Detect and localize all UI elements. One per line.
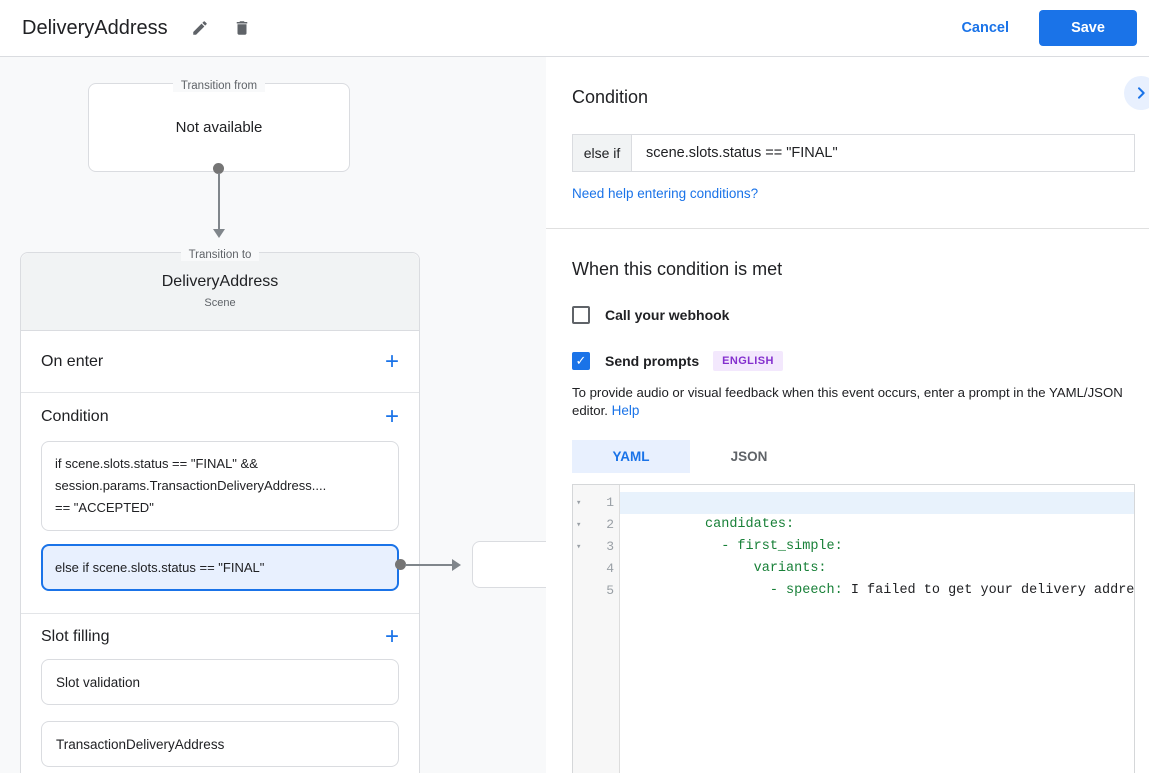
condition-prefix-label: else if [572, 134, 632, 172]
condition-expression-input[interactable] [632, 134, 1135, 172]
save-button[interactable]: Save [1039, 10, 1137, 46]
connector-line [405, 563, 453, 566]
slot-item-validation[interactable]: Slot validation [41, 659, 399, 705]
condition-line: if scene.slots.status == "FINAL" && [55, 456, 258, 471]
scene-node-title: DeliveryAddress [161, 273, 279, 290]
section-divider [546, 228, 1149, 229]
gutter-row: 4 [573, 558, 619, 580]
scene-node-header[interactable]: DeliveryAddress Scene [21, 253, 419, 331]
slot-item-transaction-delivery-address[interactable]: TransactionDeliveryAddress [41, 721, 399, 767]
panel-heading: Condition [572, 87, 649, 107]
webhook-row: Call your webhook [572, 306, 1135, 324]
send-prompts-row: ✓ Send prompts ENGLISH [572, 351, 1135, 371]
yaml-code-editor: ▾ 1 ▾ 2 ▾ 3 4 5 [572, 484, 1135, 773]
line-number: 5 [606, 583, 614, 598]
collapse-panel-button[interactable] [1124, 76, 1149, 110]
condition-editor-row: else if [572, 134, 1135, 172]
gutter-row: ▾ 2 [573, 514, 619, 536]
condition-section: Condition + if scene.slots.status == "FI… [21, 393, 419, 614]
line-number: 4 [606, 561, 614, 576]
add-slot-button[interactable]: + [384, 622, 399, 650]
flow-connector-horizontal [395, 558, 467, 571]
code-line[interactable]: variants: [705, 561, 827, 576]
editor-gutter: ▾ 1 ▾ 2 ▾ 3 4 5 [573, 485, 620, 773]
language-badge: ENGLISH [713, 351, 783, 371]
arrow-down-icon [212, 229, 225, 238]
chevron-right-icon [1133, 85, 1149, 101]
condition-item-elseif-selected[interactable]: else if scene.slots.status == "FINAL" [41, 544, 399, 591]
check-icon: ✓ [575, 353, 587, 368]
delete-scene-button[interactable] [232, 18, 252, 38]
code-line[interactable]: - first_simple: [705, 539, 843, 554]
gutter-row: 5 [573, 580, 619, 602]
code-line-active[interactable]: candidates: [620, 492, 1134, 532]
gutter-row: ▾ 3 [573, 536, 619, 558]
scene-flow-canvas: Transition from Not available Transition… [0, 57, 546, 773]
condition-section-label: Condition [41, 408, 109, 425]
edit-title-button[interactable] [190, 18, 210, 38]
code-line[interactable]: - speech: I failed to get your delivery … [705, 583, 1134, 598]
line-number: 3 [606, 539, 614, 554]
trash-icon [233, 19, 251, 37]
connector-dot [213, 163, 224, 174]
send-prompts-checkbox[interactable]: ✓ [572, 352, 590, 370]
transition-from-value: Not available [175, 119, 263, 136]
tab-json[interactable]: JSON [730, 449, 768, 464]
condition-line: session.params.TransactionDeliveryAddres… [55, 478, 327, 493]
on-enter-label: On enter [41, 352, 104, 370]
cancel-button[interactable]: Cancel [961, 20, 1009, 36]
condition-help-link[interactable]: Need help entering conditions? [572, 186, 759, 201]
fold-arrow-icon[interactable]: ▾ [576, 520, 582, 530]
add-condition-button[interactable]: + [384, 403, 399, 430]
pencil-icon [191, 19, 209, 37]
connector-dot [395, 559, 406, 570]
send-prompts-label: Send prompts [605, 353, 700, 369]
flow-connector-vertical [212, 163, 225, 243]
editor-code-area[interactable]: candidates: - first_simple: variants: - … [620, 485, 1134, 773]
webhook-checkbox[interactable] [572, 306, 590, 324]
slot-filling-section: Slot filling + Slot validation Transacti… [21, 614, 419, 773]
condition-detail-panel: Condition else if Need help entering con… [546, 57, 1149, 773]
connector-line [217, 173, 220, 231]
arrow-right-icon [452, 558, 461, 571]
fold-arrow-icon[interactable]: ▾ [576, 542, 582, 552]
topbar: DeliveryAddress Cancel Save [0, 0, 1149, 57]
editor-format-tabs: YAML JSON [572, 440, 1135, 473]
slot-item-label: Slot validation [56, 674, 141, 690]
line-number: 1 [606, 495, 614, 510]
transition-target-node[interactable] [472, 541, 546, 588]
slot-filling-label: Slot filling [41, 627, 110, 645]
prompt-description: To provide audio or visual feedback when… [572, 385, 1123, 418]
gutter-row: ▾ 1 [573, 492, 619, 514]
on-enter-section[interactable]: On enter + [21, 331, 419, 393]
slot-item-label: TransactionDeliveryAddress [56, 736, 225, 752]
help-link[interactable]: Help [611, 402, 640, 418]
webhook-label: Call your webhook [605, 307, 730, 323]
transition-from-node[interactable]: Transition from Not available [88, 80, 350, 172]
scene-node-subtitle: Scene [204, 297, 236, 309]
tab-yaml[interactable]: YAML [572, 440, 690, 473]
transition-from-legend: Transition from [89, 76, 349, 94]
line-number: 2 [606, 517, 614, 532]
page-title: DeliveryAddress [22, 16, 168, 39]
fold-arrow-icon[interactable]: ▾ [576, 498, 582, 508]
condition-line: else if scene.slots.status == "FINAL" [55, 560, 265, 575]
add-on-enter-button[interactable]: + [384, 347, 399, 375]
condition-item-if[interactable]: if scene.slots.status == "FINAL" && sess… [41, 441, 399, 531]
scene-node-card: Transition to DeliveryAddress Scene On e… [20, 249, 420, 773]
condition-met-heading: When this condition is met [572, 259, 783, 279]
condition-line: == "ACCEPTED" [55, 500, 154, 515]
